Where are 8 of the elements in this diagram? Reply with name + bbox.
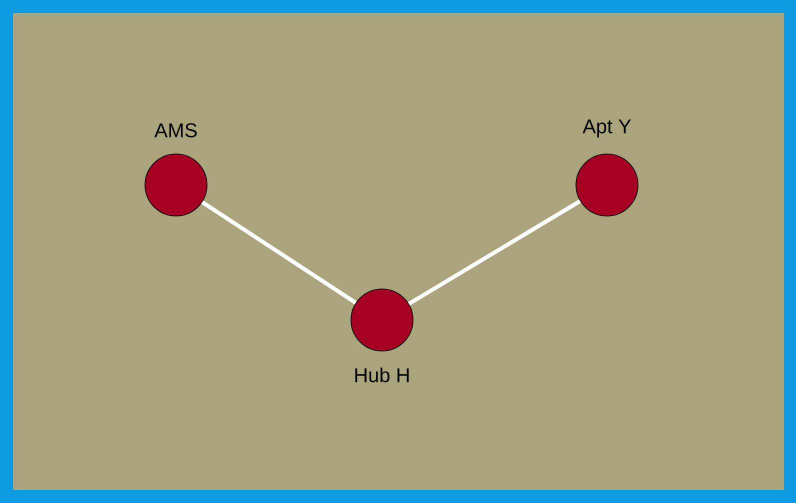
node-label: Hub H [355, 368, 409, 382]
connector-line [408, 199, 582, 306]
node-label: Apt Y [582, 119, 631, 138]
connector-line [201, 200, 357, 304]
circle-node: Apt Y [576, 119, 638, 216]
circle-node: Hub H [350, 288, 414, 382]
circle-node: AMS [144, 123, 208, 216]
node-label: AMS [154, 123, 197, 138]
